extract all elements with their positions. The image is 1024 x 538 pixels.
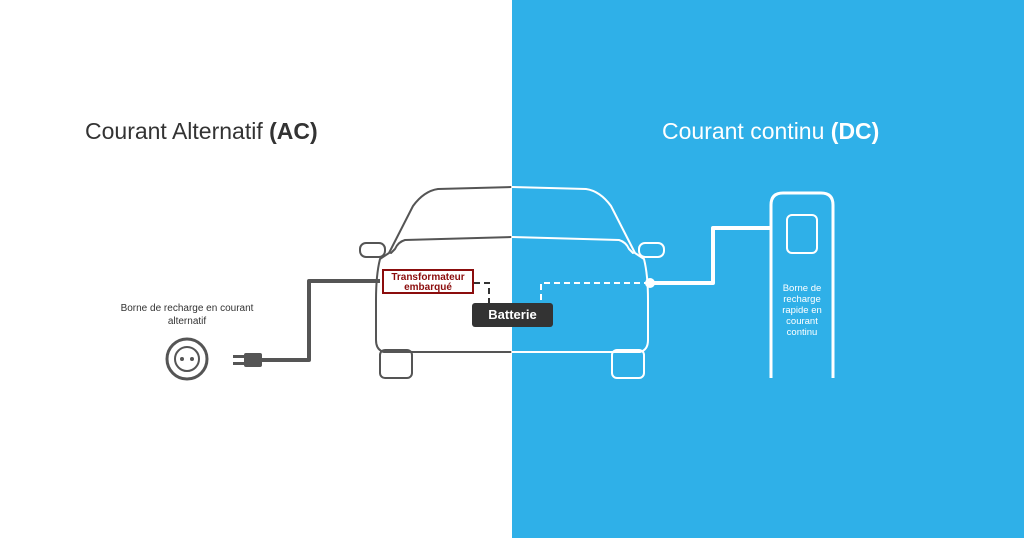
transformer-label: Transformateur embarqué — [382, 269, 474, 294]
dc-panel — [512, 0, 1024, 538]
dc-cable — [650, 226, 771, 285]
battery-label: Batterie — [472, 303, 553, 327]
dc-station-label: Borne de recharge rapide en courant cont… — [782, 283, 822, 338]
dc-heading-text: Courant continu — [662, 118, 831, 144]
plug-icon — [233, 353, 262, 367]
dc-battery-link — [540, 282, 650, 303]
ac-socket-label: Borne de recharge en courant alternatif — [120, 303, 254, 327]
charging-station-icon — [769, 191, 835, 378]
dc-heading: Courant continu (DC) — [662, 118, 879, 145]
wall-socket-icon — [165, 337, 209, 381]
ac-heading-bold: (AC) — [269, 118, 318, 144]
ac-heading: Courant Alternatif (AC) — [85, 118, 318, 145]
transformer-battery-link — [474, 282, 490, 303]
ac-heading-text: Courant Alternatif — [85, 118, 270, 144]
dc-inlet-icon — [645, 278, 655, 288]
ac-cable — [262, 279, 380, 362]
car-front-icon — [359, 186, 665, 379]
dc-heading-bold: (DC) — [830, 118, 880, 144]
